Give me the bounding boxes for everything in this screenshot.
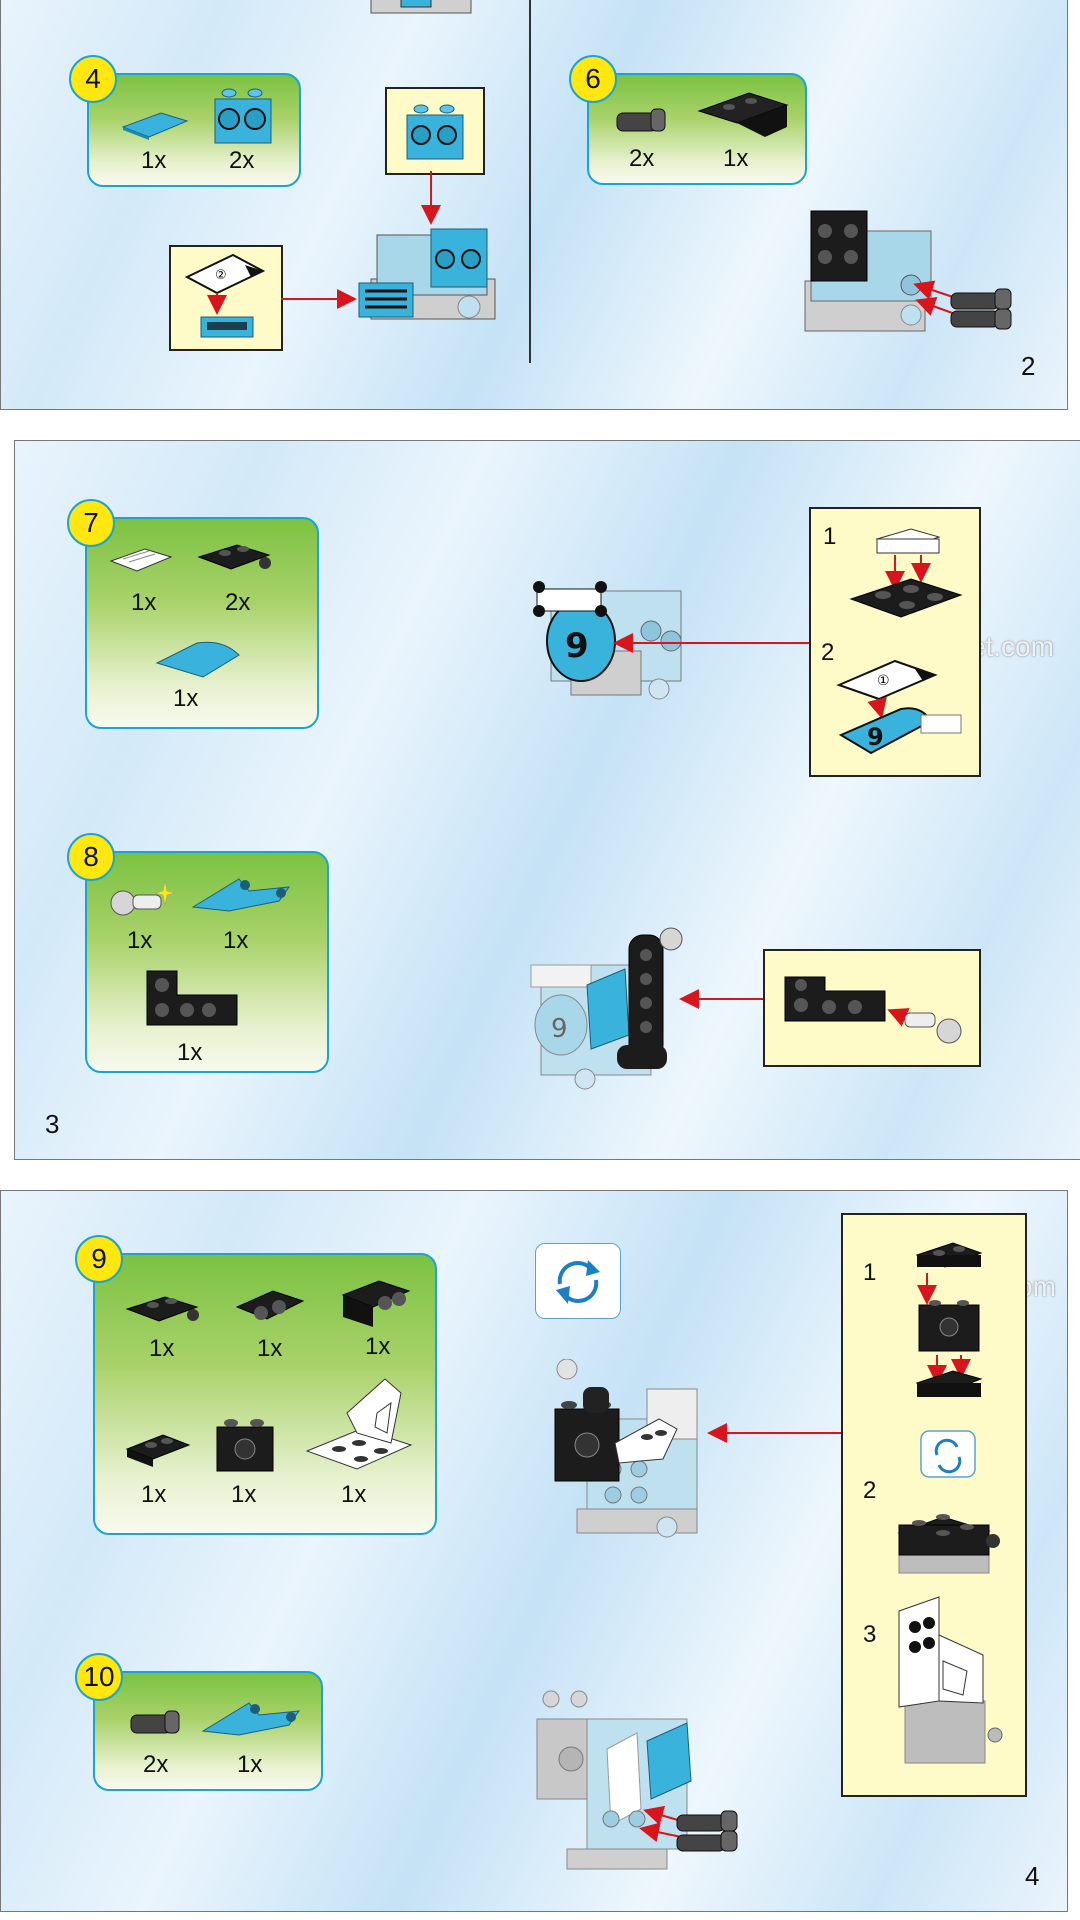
instruction-page-2: 1x 2x 4 ②: [0, 0, 1068, 410]
qty-label: 1x: [341, 1481, 366, 1509]
page-number: 3: [45, 1109, 59, 1140]
callout-step-7-subassembly: 1 2 ① 9: [809, 507, 981, 777]
blue-tile-part: [121, 107, 191, 141]
black-pin-part: [125, 1703, 185, 1743]
rotate-model-icon: [536, 1244, 620, 1318]
qty-label: 1x: [173, 685, 198, 713]
qty-label: 2x: [225, 589, 250, 617]
qty-label: 1x: [723, 145, 748, 173]
black-plate-part: [123, 1429, 193, 1469]
step-10-parts-box: 2x 1x: [93, 1671, 323, 1791]
step-number-badge: 7: [67, 499, 115, 547]
sticker-number: 9: [551, 1014, 568, 1044]
qty-label: 2x: [143, 1751, 168, 1779]
model-step-6: [801, 201, 1031, 351]
blue-fin-part: [199, 1695, 309, 1745]
black-pin-part: [611, 101, 671, 141]
model-step-9: [547, 1359, 737, 1539]
step-number-badge: 9: [75, 1235, 123, 1283]
white-grille-tile-part: [109, 543, 175, 577]
red-arrow-icon: [281, 289, 361, 309]
sticker-number: ①: [877, 673, 890, 689]
instruction-page-4: stemviet.com 1x 1x 1x 1x: [0, 1190, 1068, 1912]
qty-label: 1x: [257, 1335, 282, 1363]
column-divider: [529, 0, 531, 363]
qty-label: 1x: [365, 1333, 390, 1361]
red-arrow-icon: [705, 1423, 843, 1443]
step-9-parts-box: 1x 1x 1x 1x 1x: [93, 1253, 437, 1535]
qty-label: 1x: [141, 147, 166, 175]
step-number-badge: 4: [69, 55, 117, 103]
red-arrow-icon: [611, 633, 825, 653]
step-7-parts-box: 1x 2x 1x: [85, 517, 319, 729]
step-8-parts-box: 1x 1x 1x: [85, 851, 329, 1073]
substep-number: 2: [821, 639, 834, 667]
step-number-badge: 6: [569, 55, 617, 103]
blue-technic-brick-part: [387, 89, 483, 173]
substep-number: 1: [863, 1259, 876, 1287]
black-clip-plate-part: [195, 537, 275, 577]
qty-label: 1x: [177, 1039, 202, 1067]
qty-label: 1x: [131, 589, 156, 617]
blue-curved-slope-part: [153, 633, 243, 683]
qty-label: 1x: [149, 1335, 174, 1363]
black-bracket-part: [339, 1273, 413, 1329]
model-step-10: [527, 1689, 757, 1879]
blue-technic-brick-part: [211, 85, 277, 147]
rotate-model-button: [535, 1243, 621, 1319]
qty-label: 2x: [229, 147, 254, 175]
substep-number: 2: [863, 1477, 876, 1505]
callout-step-8-subassembly: [763, 949, 981, 1067]
model-step-4: [357, 215, 503, 333]
callout-step-9-subassembly: 1 2 3: [841, 1213, 1027, 1797]
callout-blue-brick: [385, 87, 485, 175]
black-technic-plate-part: [233, 1283, 307, 1329]
model-partial-top: [361, 0, 481, 21]
substep-number: 1: [823, 523, 836, 551]
step-number-badge: 10: [75, 1653, 123, 1701]
light-gray-ball-joint-part: [107, 873, 177, 921]
sticker-number: 9: [565, 626, 589, 666]
black-angled-beam-part: [137, 965, 247, 1035]
black-clip-plate-part: [123, 1289, 203, 1329]
page-number: 2: [1021, 351, 1035, 382]
black-bracket-part: [695, 85, 791, 141]
sticker-number: 9: [867, 723, 884, 751]
black-technic-brick-part: [213, 1413, 279, 1475]
qty-label: 2x: [629, 145, 654, 173]
model-step-8: 9: [521, 925, 701, 1095]
instruction-page-3: stemviet.com 1x 2x 1x 7 9: [14, 440, 1080, 1160]
white-seat-part: [301, 1373, 419, 1477]
qty-label: 1x: [141, 1481, 166, 1509]
qty-label: 1x: [237, 1751, 262, 1779]
step-number-badge: 8: [67, 833, 115, 881]
qty-label: 1x: [231, 1481, 256, 1509]
step-4-parts-box: 1x 2x: [87, 73, 301, 187]
qty-label: 1x: [223, 927, 248, 955]
blue-fin-part: [189, 871, 299, 921]
step-6-parts-box: 2x 1x: [587, 73, 807, 185]
substep-number: 3: [863, 1621, 876, 1649]
callout-sticker-tile: ②: [169, 245, 283, 351]
qty-label: 1x: [127, 927, 152, 955]
sticker-number: ②: [215, 268, 227, 283]
page-number: 4: [1025, 1861, 1039, 1892]
